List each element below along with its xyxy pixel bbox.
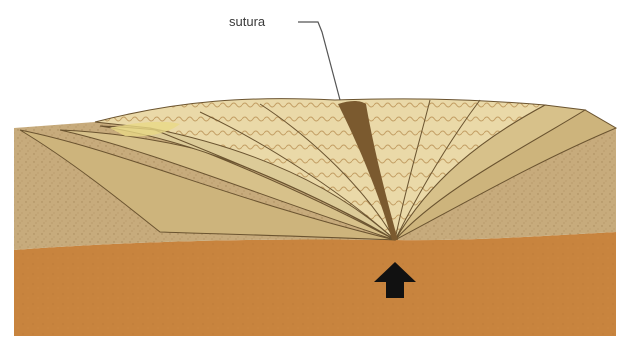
suture-label: sutura	[229, 14, 266, 29]
mantle-layer	[14, 232, 616, 336]
